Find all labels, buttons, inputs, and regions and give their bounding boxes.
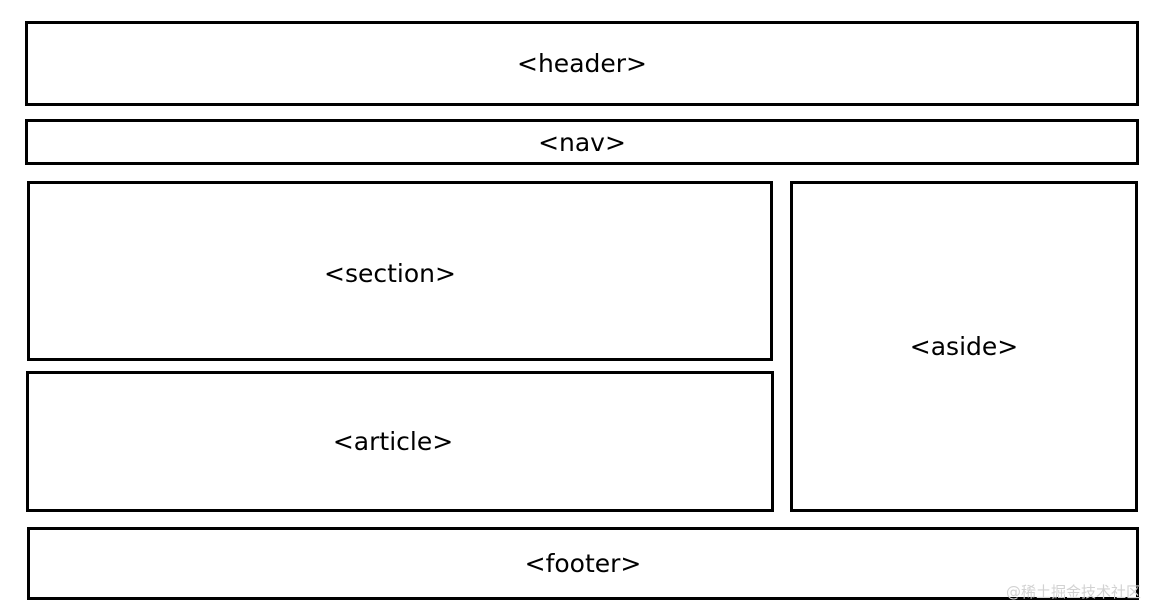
footer-label: <footer> bbox=[524, 549, 642, 578]
section-block: <section> bbox=[27, 181, 773, 361]
watermark: @稀土掘金技术社区 bbox=[1005, 583, 1141, 601]
header-block: <header> bbox=[25, 21, 1139, 106]
section-label: <section> bbox=[324, 258, 456, 288]
article-label: <article> bbox=[332, 427, 454, 456]
aside-block: <aside> bbox=[790, 181, 1138, 512]
article-block: <article> bbox=[26, 371, 774, 512]
nav-block: <nav> bbox=[25, 119, 1139, 165]
nav-label: <nav> bbox=[538, 127, 626, 157]
aside-label: <aside> bbox=[909, 332, 1019, 361]
footer-block: <footer> bbox=[27, 527, 1139, 600]
header-label: <header> bbox=[517, 49, 647, 78]
